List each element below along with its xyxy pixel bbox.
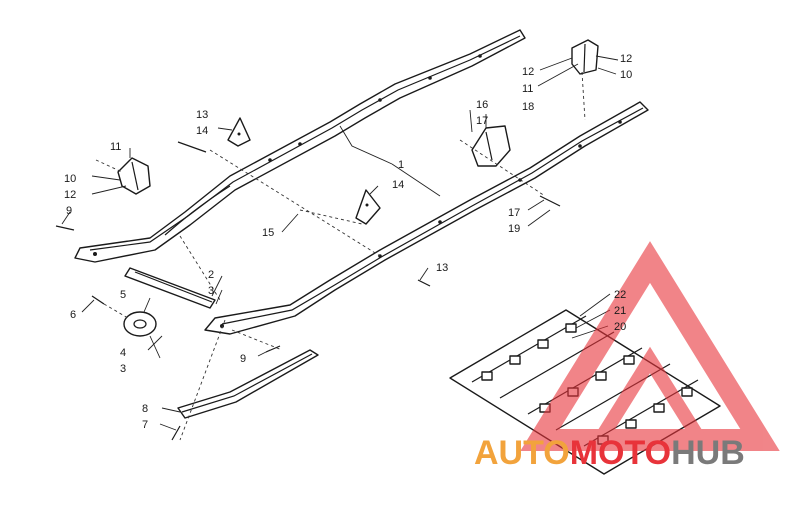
callout-labels: 1 2 3 3 3 4 5 6 7 8 9 9 10 10 11 11 12 1… <box>64 53 632 431</box>
callout-22: 22 <box>614 289 626 301</box>
callout-12-right: 12 <box>620 53 632 65</box>
watermark-triangle <box>520 241 780 451</box>
idler-wheel <box>123 311 157 337</box>
bolts <box>55 141 561 441</box>
callout-20: 20 <box>614 321 626 333</box>
callout-5: 5 <box>120 289 126 301</box>
callout-2: 2 <box>208 269 214 281</box>
callout-16: 16 <box>476 99 488 111</box>
callout-17-lower: 17 <box>508 207 520 219</box>
watermark-word-hub: HUB <box>671 434 745 472</box>
left-slide-rail <box>74 29 526 263</box>
watermark-word-auto: AUTO <box>474 434 570 472</box>
leader-lines <box>61 55 619 431</box>
callout-11-right: 11 <box>522 83 533 95</box>
right-slide-rail <box>204 101 649 335</box>
callout-14-right: 14 <box>392 179 404 191</box>
callout-12-mid: 12 <box>522 66 534 78</box>
callout-12-left: 12 <box>64 189 76 201</box>
callout-4: 4 <box>120 347 126 359</box>
wear-strip <box>177 349 319 419</box>
callout-3-lower: 3 <box>120 363 126 375</box>
callout-6: 6 <box>70 309 76 321</box>
callout-1: 1 <box>398 159 404 171</box>
watermark-word-moto: MOTO <box>570 434 671 472</box>
callout-18: 18 <box>522 101 534 113</box>
front-damper-right <box>571 39 599 75</box>
callout-13-upper: 13 <box>196 109 208 121</box>
callout-17-upper: 17 <box>476 115 488 127</box>
callout-14-left: 14 <box>196 125 208 137</box>
callout-21: 21 <box>614 305 626 317</box>
callout-3-upper: 3 <box>208 285 214 297</box>
callout-10-left: 10 <box>64 173 76 185</box>
watermark-logo <box>520 241 780 451</box>
callout-19: 19 <box>508 223 520 235</box>
front-damper-left <box>117 157 151 195</box>
callout-15: 15 <box>262 227 274 239</box>
callout-7: 7 <box>142 419 148 431</box>
cross-shaft <box>124 267 216 309</box>
mount-bracket-upper <box>227 117 381 225</box>
watermark-text: AUTOMOTOHUB <box>474 434 745 472</box>
callout-11-left: 11 <box>110 141 121 153</box>
callout-9-left: 9 <box>66 205 72 217</box>
assembly-lines <box>95 71 586 441</box>
callout-9-right: 9 <box>240 353 246 365</box>
callout-10-right: 10 <box>620 69 632 81</box>
watermark-inner-mark <box>594 346 706 444</box>
callout-13-lower: 13 <box>436 262 448 274</box>
callout-8: 8 <box>142 403 148 415</box>
